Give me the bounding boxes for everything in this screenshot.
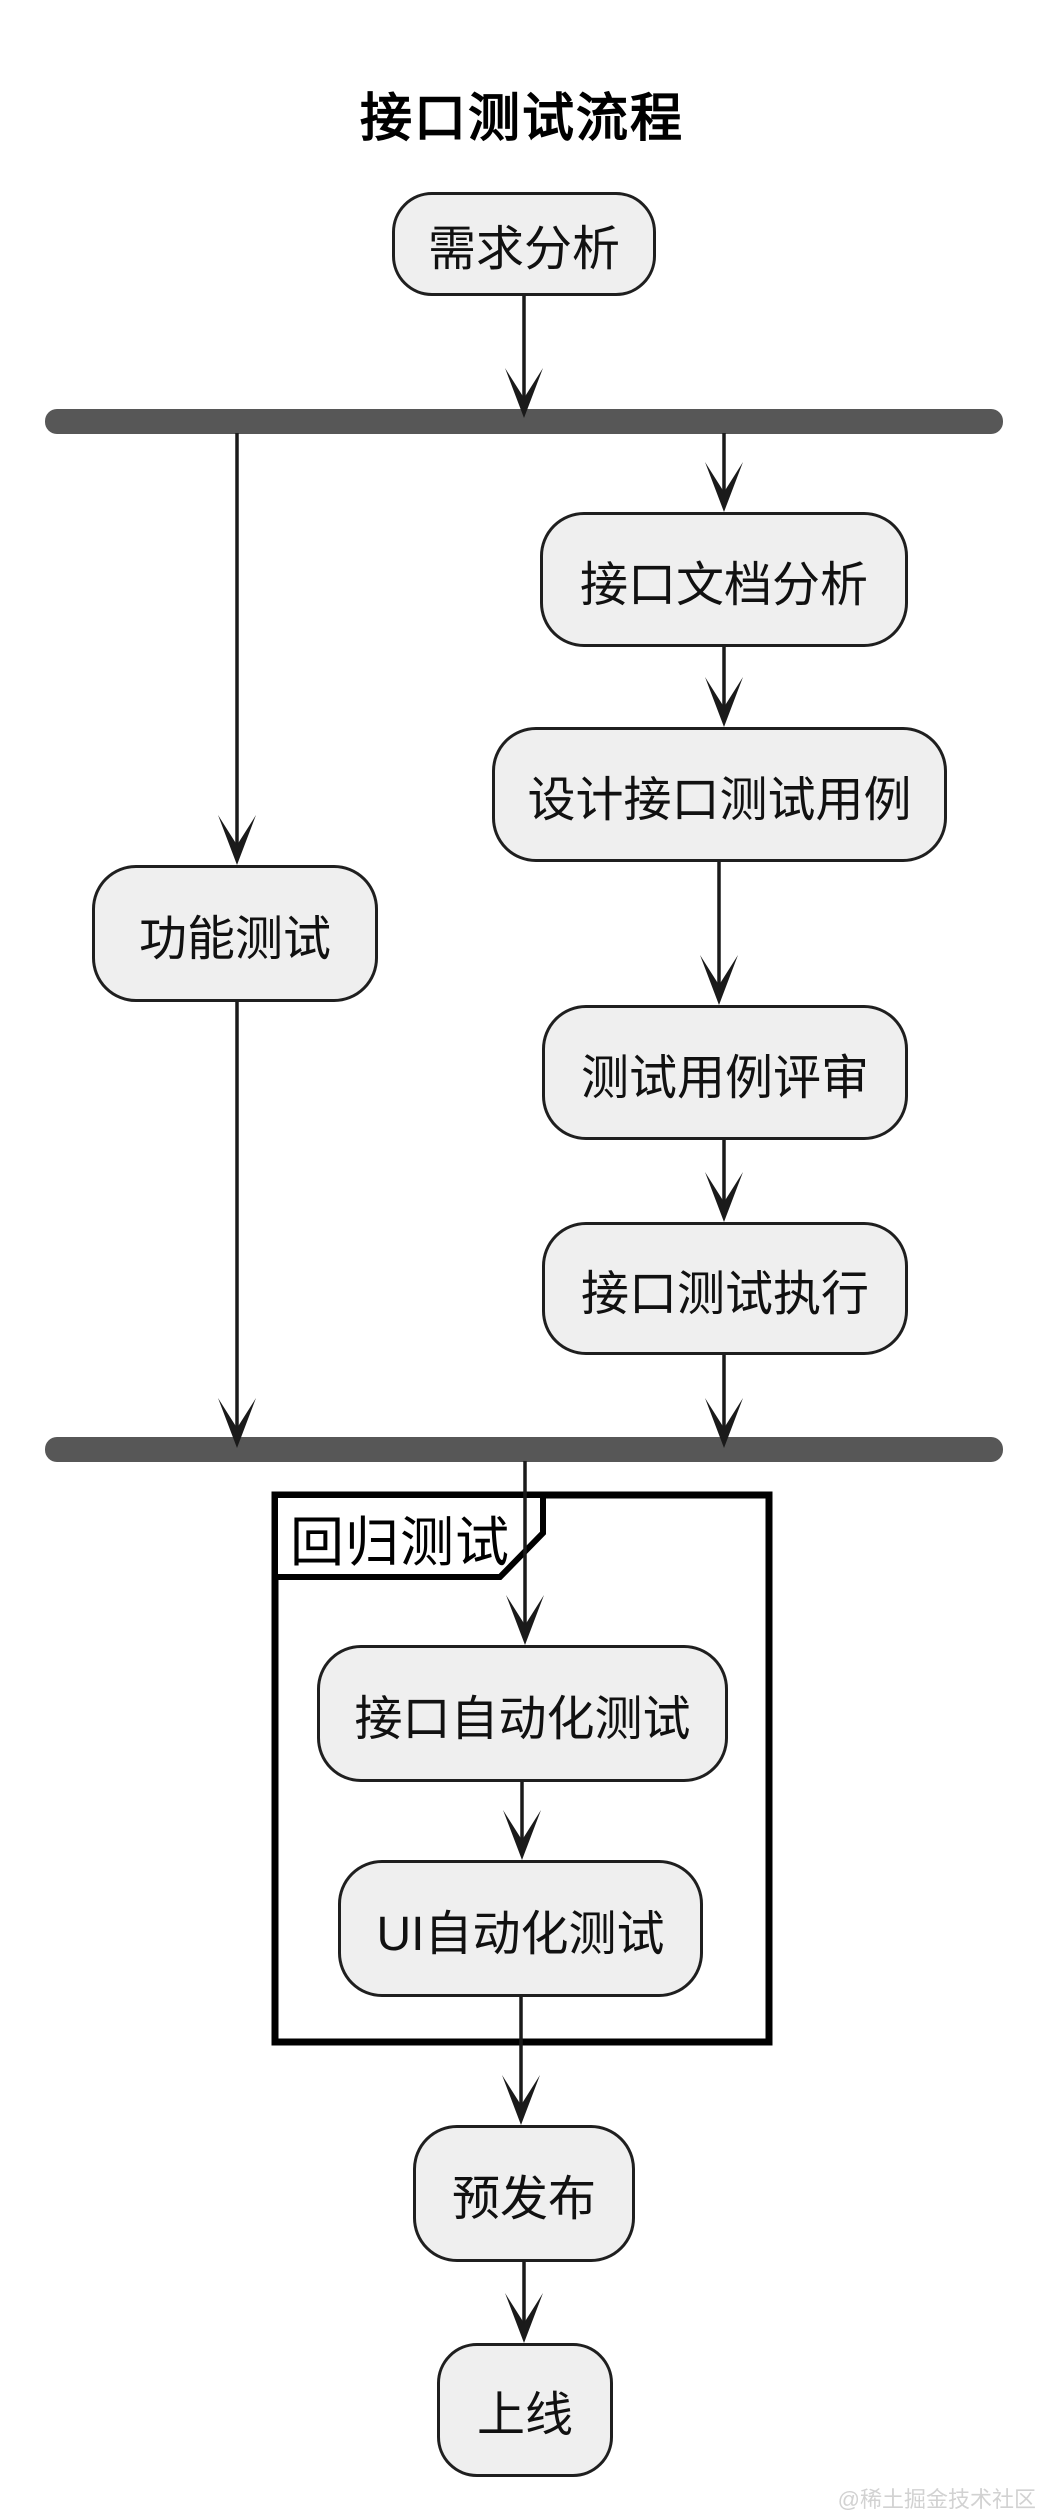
- flow-node-label: 接口测试执行: [580, 1267, 869, 1321]
- flow-node-label: UI自动化测试: [376, 1907, 665, 1961]
- arrowhead-icon: [705, 677, 743, 727]
- watermark-text: @稀土掘金技术社区: [837, 2487, 1036, 2512]
- flow-node-label: 测试用例评审: [580, 1051, 869, 1105]
- arrowhead-icon: [502, 2075, 540, 2125]
- arrowhead-icon: [503, 1810, 541, 1860]
- arrowhead-icon: [705, 462, 743, 512]
- flow-node-label: 接口自动化测试: [354, 1692, 691, 1746]
- flow-node-label: 预发布: [451, 2172, 596, 2226]
- arrowhead-icon: [705, 1172, 743, 1222]
- flow-node-go-live: 上线: [437, 2343, 613, 2477]
- flow-node-api-test-execution: 接口测试执行: [542, 1222, 908, 1355]
- flow-node-test-case-review: 测试用例评审: [542, 1005, 908, 1140]
- flow-node-ui-automation-testing: UI自动化测试: [338, 1860, 703, 1997]
- flow-node-pre-release: 预发布: [413, 2125, 635, 2262]
- arrowhead-icon: [505, 2293, 543, 2343]
- flow-node-label: 接口文档分析: [579, 558, 868, 612]
- flow-node-requirement-analysis: 需求分析: [392, 192, 656, 296]
- fork-bar: [45, 409, 1003, 434]
- arrowhead-icon: [218, 815, 256, 865]
- regression-group-label: 回归测试: [290, 1512, 510, 1573]
- flow-node-api-doc-analysis: 接口文档分析: [540, 512, 908, 647]
- flow-node-functional-testing: 功能测试: [92, 865, 378, 1002]
- flow-node-design-api-test-cases: 设计接口测试用例: [492, 727, 947, 862]
- arrowhead-icon: [505, 368, 543, 418]
- flow-node-label: 功能测试: [138, 912, 331, 966]
- arrowhead-icon: [700, 955, 738, 1005]
- page-title: 接口测试流程: [359, 90, 684, 148]
- regression-group-label-tab: [272, 1492, 546, 1580]
- flow-node-label: 设计接口测试用例: [527, 773, 912, 827]
- flow-node-api-automation-testing: 接口自动化测试: [317, 1645, 728, 1782]
- arrowhead-icon: [506, 1595, 544, 1645]
- arrowhead-icon: [218, 1398, 256, 1448]
- arrow-lines: [235, 295, 726, 2323]
- arrowhead-icon: [705, 1398, 743, 1448]
- flow-node-label: 需求分析: [427, 223, 620, 276]
- arrow-heads: [218, 368, 743, 2343]
- join-bar: [45, 1437, 1003, 1462]
- flow-node-label: 上线: [476, 2389, 573, 2442]
